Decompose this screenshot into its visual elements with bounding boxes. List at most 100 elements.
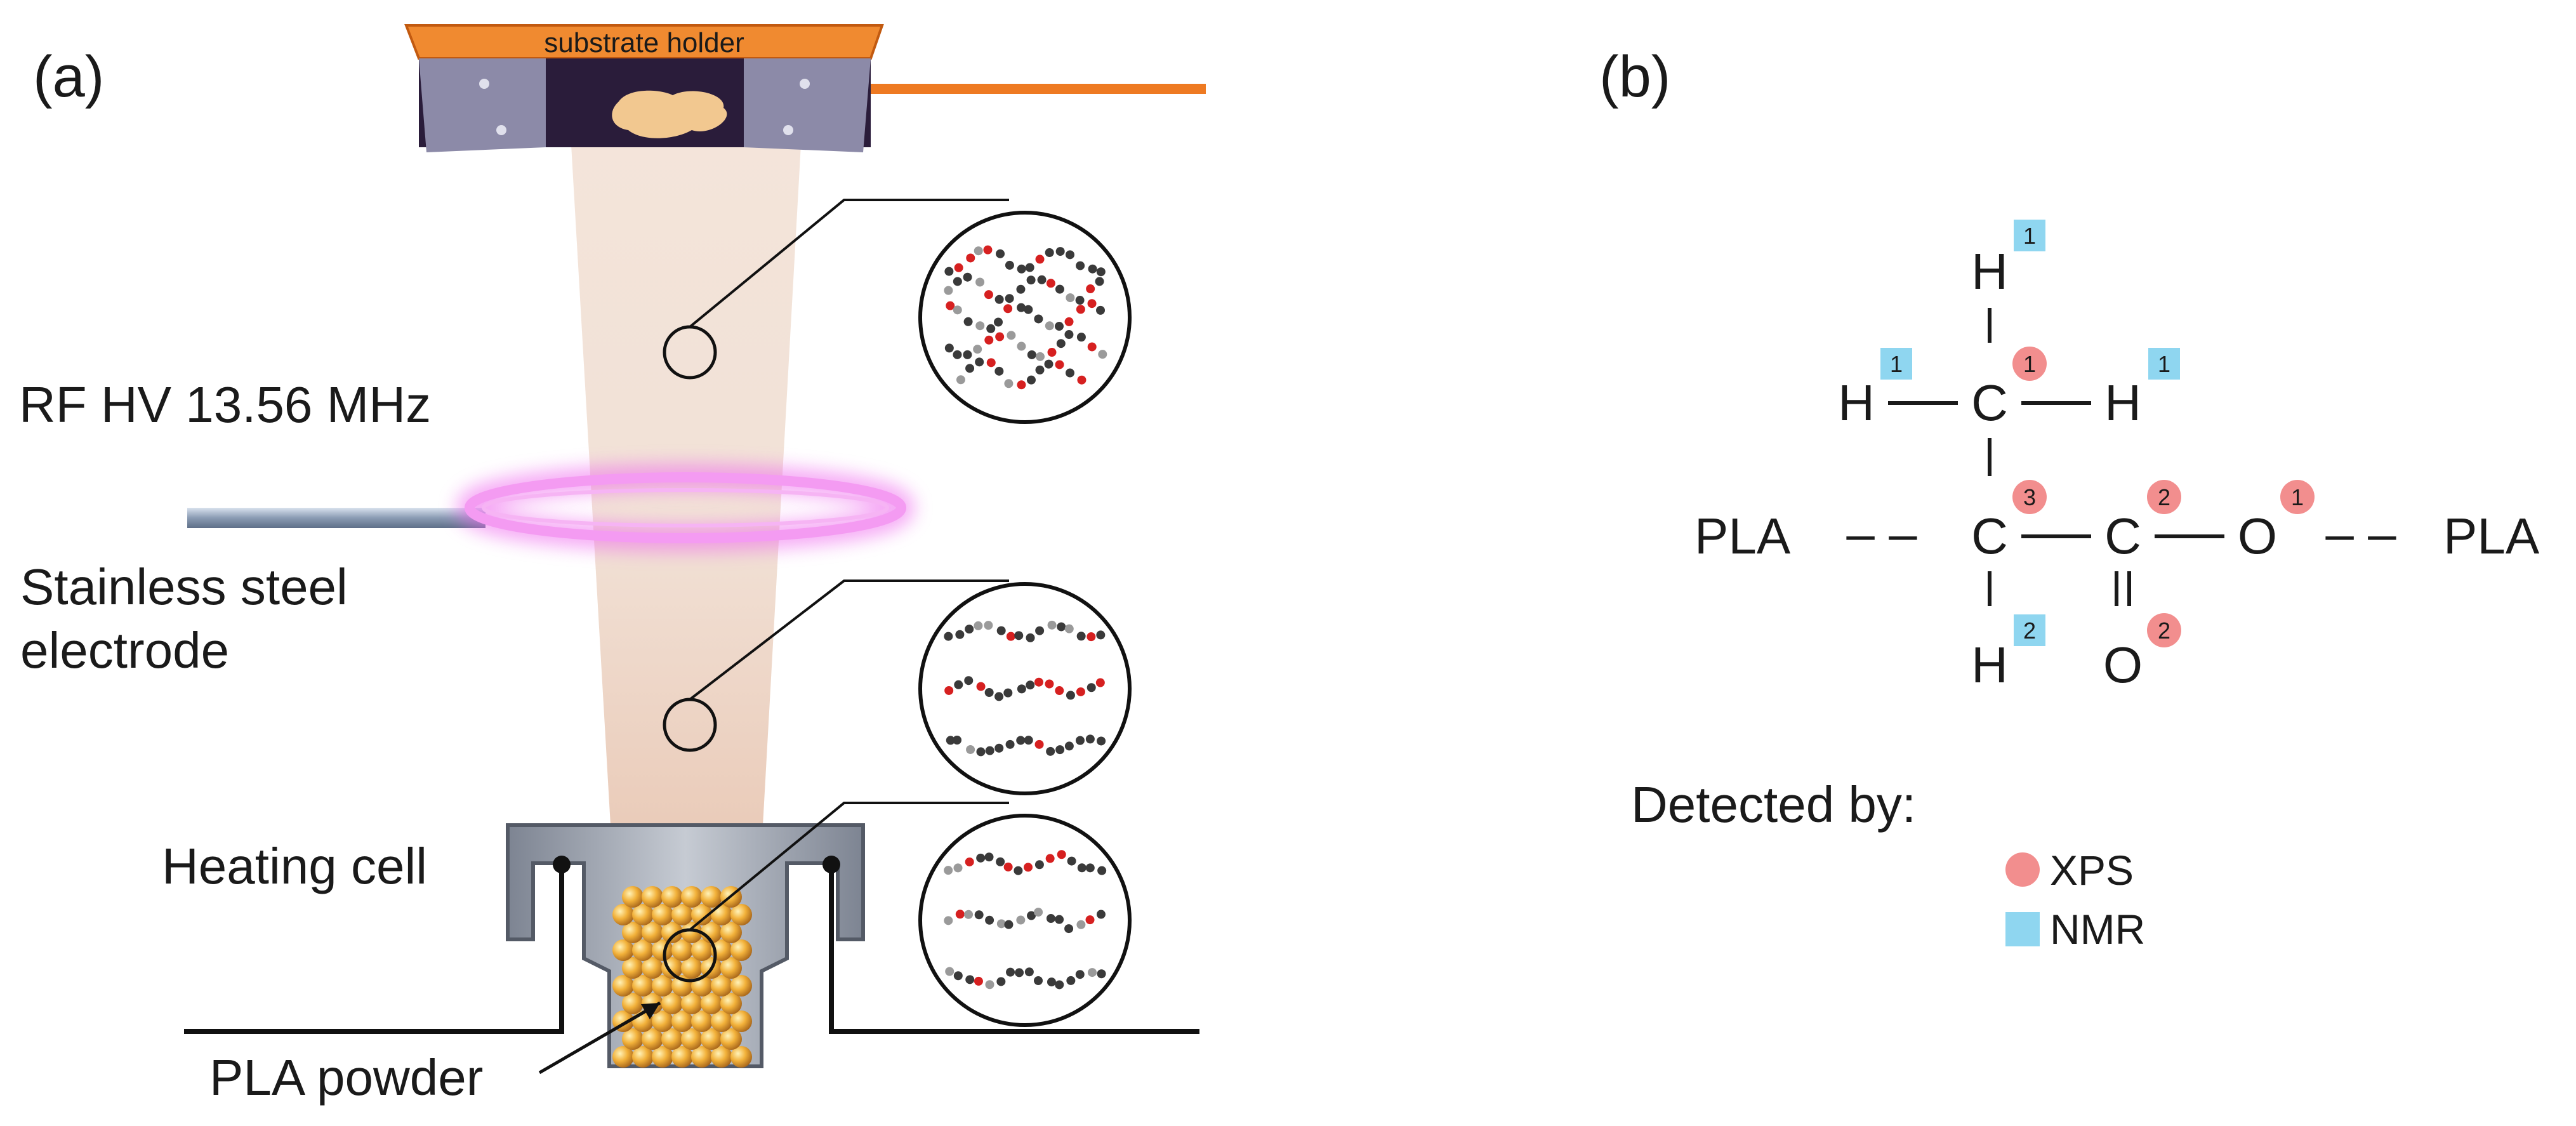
molecule-atom: [1076, 305, 1085, 314]
molecule-atom: [944, 267, 954, 276]
powder-particle: [730, 904, 752, 925]
panel-a: (a) substrate holder RF HV 13.56 MHz: [19, 24, 1206, 1106]
molecule-atom: [974, 910, 984, 920]
powder-particle: [701, 886, 722, 908]
electrode-label-line2: electrode: [20, 622, 229, 679]
powder-particle: [681, 922, 703, 943]
molecule-atom: [963, 350, 972, 359]
molecule-atom: [1035, 626, 1045, 635]
powder-particle: [720, 993, 742, 1014]
powder-particle: [652, 1010, 673, 1032]
powder-particle: [661, 993, 683, 1014]
molecule-atom: [966, 253, 975, 263]
molecule-atom: [1067, 856, 1076, 866]
molecule-atom: [974, 976, 983, 986]
powder-particle: [681, 886, 703, 908]
molecule-atom: [1025, 263, 1034, 272]
chain-right: PLA: [2443, 508, 2540, 564]
molecule-atom: [976, 853, 986, 863]
molecule-atom: [1027, 911, 1036, 920]
panel-a-label: (a): [33, 44, 104, 109]
molecule-atom: [1064, 741, 1074, 751]
molecule-atom: [1034, 314, 1043, 324]
substrate-holder-label: substrate holder: [544, 27, 744, 58]
powder-particle: [671, 904, 693, 925]
molecule-atom: [964, 910, 974, 919]
powder-particle: [622, 993, 644, 1014]
powder-particle: [730, 939, 752, 961]
legend-xps-label: XPS: [2050, 847, 2134, 894]
molecule-atom: [1076, 632, 1086, 641]
molecule-atom: [1017, 303, 1026, 312]
powder-particle: [612, 1046, 634, 1068]
powder-particle: [720, 922, 742, 943]
powder-particle: [632, 939, 654, 961]
molecule-atom: [1096, 305, 1106, 315]
nmr-marker-h-left-text: 1: [1890, 351, 1903, 377]
atom-h-right: H: [2104, 374, 2141, 431]
nmr-marker-h-left: [1880, 348, 1912, 380]
powder-particle: [681, 993, 703, 1014]
molecule-atom: [1034, 976, 1043, 986]
molecule-atom: [965, 857, 974, 866]
molecule-atom: [1056, 339, 1066, 348]
atom-h-bottom: H: [1971, 637, 2008, 693]
molecule-atom: [1017, 380, 1026, 390]
molecule-atom: [975, 321, 985, 331]
powder-particle: [652, 975, 673, 997]
bonds: [1888, 308, 2224, 606]
powder-particle: [711, 1046, 732, 1068]
atom-h-left: H: [1838, 374, 1875, 431]
molecule-atom: [1096, 630, 1106, 640]
atom-h-top: H: [1971, 243, 2008, 300]
powder-particle: [691, 939, 713, 961]
molecule-atom: [1034, 739, 1044, 749]
electrode-label-line1: Stainless steel: [20, 559, 348, 615]
molecule-atom: [1076, 687, 1085, 696]
molecule-atom: [946, 736, 955, 745]
powder-particle: [622, 922, 644, 943]
molecule-atom: [954, 263, 963, 272]
powder-particle: [691, 1010, 713, 1032]
powder-particle: [642, 886, 663, 908]
molecule-atom: [1076, 920, 1086, 929]
molecule-atom: [1006, 967, 1015, 977]
powder-particle: [691, 1046, 713, 1068]
powder-particle: [720, 957, 742, 979]
molecule-atom: [1087, 342, 1097, 352]
molecule-atom: [1064, 317, 1074, 326]
molecule-atom: [996, 249, 1005, 258]
powder-particle: [681, 957, 703, 979]
molecule-atom: [986, 358, 996, 368]
molecule-atom: [1097, 736, 1106, 746]
powder-particle: [671, 939, 693, 961]
powder-particle: [612, 975, 634, 997]
molecule-atom: [1026, 375, 1036, 385]
molecule-atom: [1066, 691, 1075, 700]
molecule-atom: [1035, 255, 1045, 264]
molecule-atom: [984, 335, 994, 345]
molecule-atom: [953, 735, 962, 745]
molecule-atom: [1017, 684, 1026, 694]
powder-particle: [730, 975, 752, 997]
powder-particle: [622, 1028, 644, 1050]
molecule-atom: [1003, 688, 1013, 698]
molecule-atom: [985, 980, 994, 990]
atom-o-carbonyl: O: [2103, 637, 2143, 693]
molecule-atom: [1016, 736, 1026, 745]
powder-particle: [632, 904, 654, 925]
molecule-atom: [1037, 275, 1047, 284]
molecule-atom: [1098, 350, 1107, 359]
molecule-atom: [1047, 977, 1056, 987]
molecule-atom: [974, 246, 983, 256]
powder-particle: [711, 1010, 732, 1032]
molecule-atom: [953, 350, 962, 359]
molecule-atom: [996, 919, 1006, 929]
molecule-atom: [1026, 633, 1035, 642]
atom-c-carbonyl: C: [2104, 508, 2141, 564]
powder-particle: [701, 993, 722, 1014]
molecule-atom: [996, 626, 1006, 635]
substrate-holder: substrate holder: [404, 24, 1206, 152]
molecule-atom: [1016, 284, 1026, 294]
